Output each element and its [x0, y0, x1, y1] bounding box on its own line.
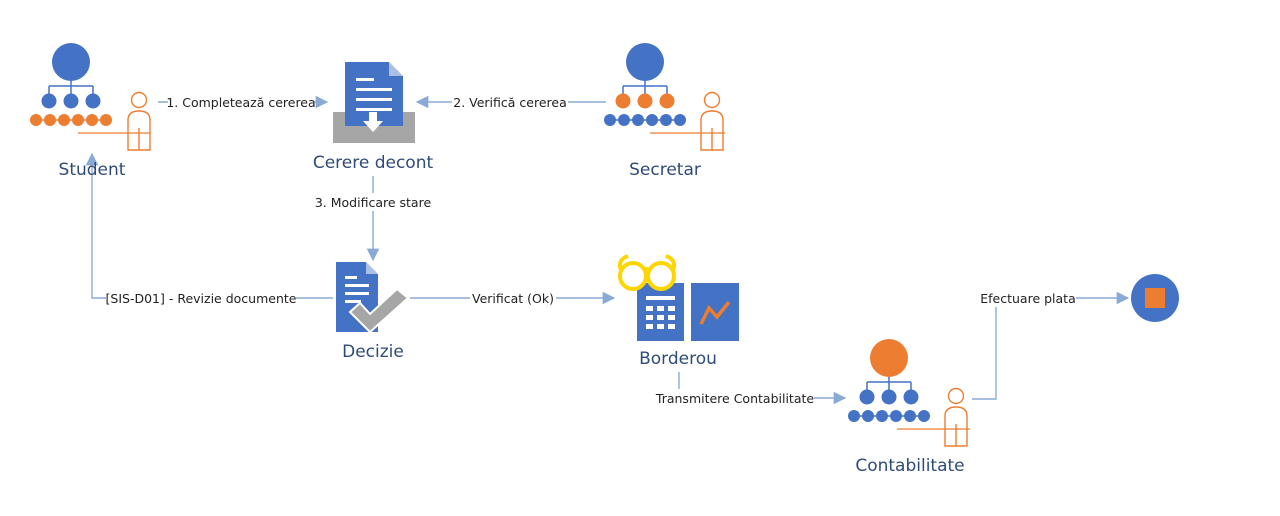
edge-label-verifica: 2. Verifică cererea — [453, 95, 567, 110]
edge-modificare-stare: 3. Modificare stare — [312, 176, 434, 262]
edge-transmitere-contabilitate: Transmitere Contabilitate — [655, 372, 847, 407]
node-contabilitate: Contabilitate — [847, 338, 970, 476]
stop-circle-icon — [1131, 274, 1179, 322]
edge-verificat-ok: Verificat (Ok) — [410, 289, 616, 307]
org-chart-user-icon — [29, 42, 151, 151]
node-end — [1131, 274, 1179, 322]
edge-label-modificare-stare: 3. Modificare stare — [315, 195, 432, 210]
node-label-student: Student — [59, 160, 126, 180]
edge-completeaza: 1. Completează cererea — [158, 93, 329, 111]
node-decizie: Decizie — [336, 262, 410, 362]
node-label-decizie: Decizie — [342, 342, 404, 362]
edge-label-completeaza: 1. Completează cererea — [166, 95, 315, 110]
node-student: Student — [29, 42, 151, 180]
document-inbox-icon — [333, 62, 415, 143]
edge-revizie-documente: [SIS-D01] - Revizie documente — [85, 152, 333, 307]
node-secretar: Secretar — [603, 42, 725, 180]
edge-label-efectuare-plata: Efectuare plata — [980, 291, 1076, 306]
node-label-secretar: Secretar — [629, 160, 701, 180]
node-label-cerere-decont: Cerere decont — [313, 153, 434, 173]
org-chart-user-icon — [847, 338, 970, 447]
node-label-borderou: Borderou — [639, 349, 717, 369]
glasses-icon — [617, 254, 677, 291]
node-cerere-decont: Cerere decont — [313, 62, 434, 173]
edge-efectuare-plata: Efectuare plata — [972, 289, 1130, 400]
document-check-icon — [336, 262, 410, 334]
org-chart-user-icon — [603, 42, 725, 151]
edge-label-transmitere-contabilitate: Transmitere Contabilitate — [655, 391, 814, 406]
edge-label-revizie-documente: [SIS-D01] - Revizie documente — [106, 291, 297, 306]
node-label-contabilitate: Contabilitate — [855, 456, 964, 476]
node-borderou: Borderou — [617, 254, 739, 369]
edge-label-verificat-ok: Verificat (Ok) — [472, 291, 554, 306]
edge-verifica: 2. Verifică cererea — [415, 93, 606, 111]
spreadsheet-glasses-icon — [617, 254, 739, 341]
